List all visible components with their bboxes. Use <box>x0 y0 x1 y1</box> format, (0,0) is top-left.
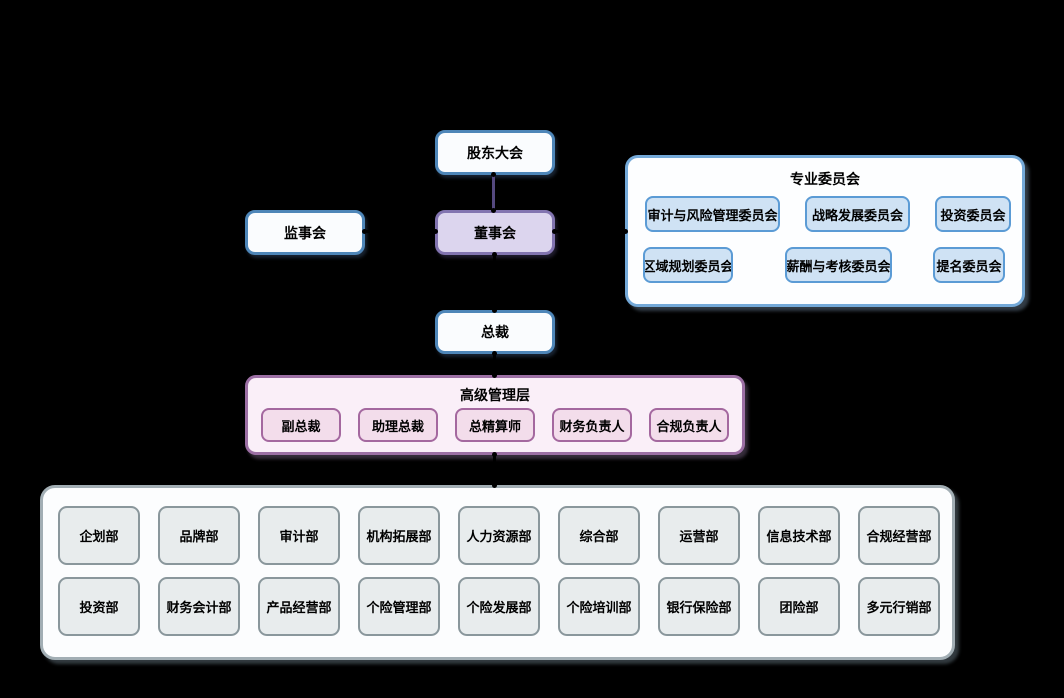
department-box[interactable]: 合规经营部 <box>858 506 940 565</box>
connector-management-departments <box>492 452 497 488</box>
connector-president-management <box>492 351 497 378</box>
department-box[interactable]: 信息技术部 <box>758 506 840 565</box>
department-box[interactable]: 品牌部 <box>158 506 240 565</box>
department-box[interactable]: 多元行销部 <box>858 577 940 636</box>
node-shareholders-meeting[interactable]: 股东大会 <box>435 130 555 175</box>
department-box[interactable]: 团险部 <box>758 577 840 636</box>
department-box[interactable]: 综合部 <box>558 506 640 565</box>
management-box[interactable]: 财务负责人 <box>552 408 632 442</box>
department-box[interactable]: 产品经营部 <box>258 577 340 636</box>
senior-management-panel[interactable]: 高级管理层 副总裁助理总裁总精算师财务负责人合规负责人 <box>245 375 745 455</box>
departments-panel[interactable]: 企划部品牌部审计部机构拓展部人力资源部综合部运营部信息技术部合规经营部 投资部财… <box>40 485 955 660</box>
senior-management-panel-title: 高级管理层 <box>460 387 530 403</box>
department-box[interactable]: 个险培训部 <box>558 577 640 636</box>
node-board-of-directors[interactable]: 董事会 <box>435 210 555 255</box>
node-president[interactable]: 总裁 <box>435 310 555 354</box>
management-box[interactable]: 副总裁 <box>261 408 341 442</box>
department-box[interactable]: 机构拓展部 <box>358 506 440 565</box>
connector-board-president <box>492 252 497 313</box>
department-box[interactable]: 银行保险部 <box>658 577 740 636</box>
committees-panel-title: 专业委员会 <box>790 171 860 187</box>
department-box[interactable]: 个险管理部 <box>358 577 440 636</box>
department-box[interactable]: 财务会计部 <box>158 577 240 636</box>
node-supervisory-board[interactable]: 监事会 <box>245 210 365 255</box>
committee-box[interactable]: 提名委员会 <box>933 247 1005 283</box>
management-box[interactable]: 合规负责人 <box>649 408 729 442</box>
committees-panel[interactable]: 专业委员会 审计与风险管理委员会战略发展委员会投资委员会区域规划委员会 薪酬与考核… <box>625 155 1025 307</box>
committee-box[interactable]: 战略发展委员会 <box>805 196 910 232</box>
connector-board-committees <box>552 229 628 234</box>
management-box[interactable]: 助理总裁 <box>358 408 438 442</box>
department-box[interactable]: 个险发展部 <box>458 577 540 636</box>
management-row: 副总裁助理总裁总精算师财务负责人合规负责人 <box>261 408 729 442</box>
department-box[interactable]: 企划部 <box>58 506 140 565</box>
department-box[interactable]: 投资部 <box>58 577 140 636</box>
committee-box[interactable]: 投资委员会 <box>935 196 1011 232</box>
connector-supervisory-board <box>362 229 438 234</box>
management-box[interactable]: 总精算师 <box>455 408 535 442</box>
departments-row: 企划部品牌部审计部机构拓展部人力资源部综合部运营部信息技术部合规经营部 <box>58 506 940 565</box>
committee-box[interactable]: 区域规划委员会 <box>643 247 733 283</box>
departments-row: 投资部财务会计部产品经营部个险管理部个险发展部个险培训部银行保险部团险部多元行销… <box>58 577 940 636</box>
department-box[interactable]: 人力资源部 <box>458 506 540 565</box>
department-box[interactable]: 审计部 <box>258 506 340 565</box>
department-box[interactable]: 运营部 <box>658 506 740 565</box>
connector-shareholders-board <box>491 172 496 213</box>
committee-box[interactable]: 审计与风险管理委员会 <box>645 196 780 232</box>
committee-box[interactable]: 薪酬与考核委员会 <box>785 247 892 283</box>
